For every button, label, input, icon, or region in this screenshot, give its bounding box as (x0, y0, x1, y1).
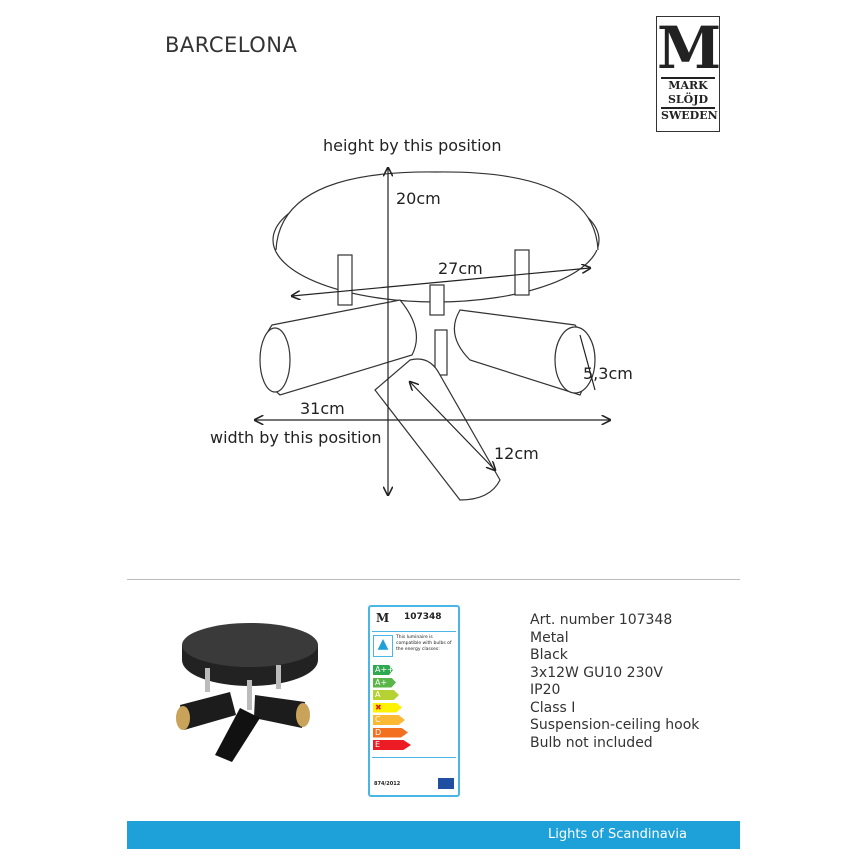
energy-class: D (373, 727, 408, 738)
diameter-dimension: 27cm (438, 259, 483, 278)
logo-line2: SLÖJD (667, 93, 708, 106)
width-note: width by this position (210, 428, 382, 447)
footer-text: Lights of Scandinavia (548, 827, 687, 842)
divider (127, 579, 740, 580)
energy-class-label: A+ (375, 677, 388, 687)
energy-class-label: E (375, 740, 381, 749)
spec-line: Metal (530, 629, 569, 646)
energy-class-label: C (375, 715, 381, 724)
eu-flag-icon (438, 778, 454, 789)
product-photo (176, 623, 318, 762)
energy-class: C (373, 715, 405, 725)
spot-length-dimension: 12cm (494, 444, 539, 463)
spec-line: Black (530, 647, 568, 663)
energy-label-number: 107348 (404, 612, 442, 622)
spec-line: Suspension-ceiling hook (530, 717, 700, 733)
brand-logo: M MARK SLÖJD SWEDEN (656, 14, 722, 132)
spec-line: Art. number 107348 (530, 612, 673, 628)
energy-class: A (373, 690, 399, 700)
logo-letter: M (657, 14, 722, 82)
energy-class: E (373, 740, 411, 750)
spec-line: Bulb not included (530, 734, 653, 751)
spec-line: 3x12W GU10 230V (530, 664, 663, 681)
logo-line1: MARK (661, 77, 715, 93)
height-dimension: 20cm (396, 189, 441, 208)
energy-label-text: This luminaire is compatible with bulbs … (396, 635, 452, 652)
energy-label: M 107348 ▲ This luminaire is compatible … (368, 605, 460, 797)
width-dimension: 31cm (300, 399, 345, 418)
spec-line: IP20 (530, 682, 561, 698)
energy-class-label: A++ (375, 665, 394, 674)
footer-bar: Lights of Scandinavia (127, 821, 740, 849)
lamp-icon: ▲ (373, 635, 393, 657)
energy-class: A++ (373, 665, 393, 675)
spec-line: Class I (530, 699, 576, 716)
regulation-number: 874/2012 (374, 781, 401, 787)
dimension-drawing (0, 0, 868, 501)
height-note: height by this position (323, 136, 502, 155)
energy-class: ✖ (373, 702, 402, 713)
energy-class-label: ✖ (375, 702, 382, 712)
energy-label-logo: M (376, 611, 390, 625)
spot-diameter-dimension: 5,3cm (583, 364, 633, 383)
energy-class-label: A (375, 690, 381, 699)
energy-class: A+ (373, 677, 396, 688)
product-title: BARCELONA (165, 33, 298, 57)
logo-line3: SWEDEN (661, 107, 718, 122)
energy-class-label: D (375, 727, 382, 737)
